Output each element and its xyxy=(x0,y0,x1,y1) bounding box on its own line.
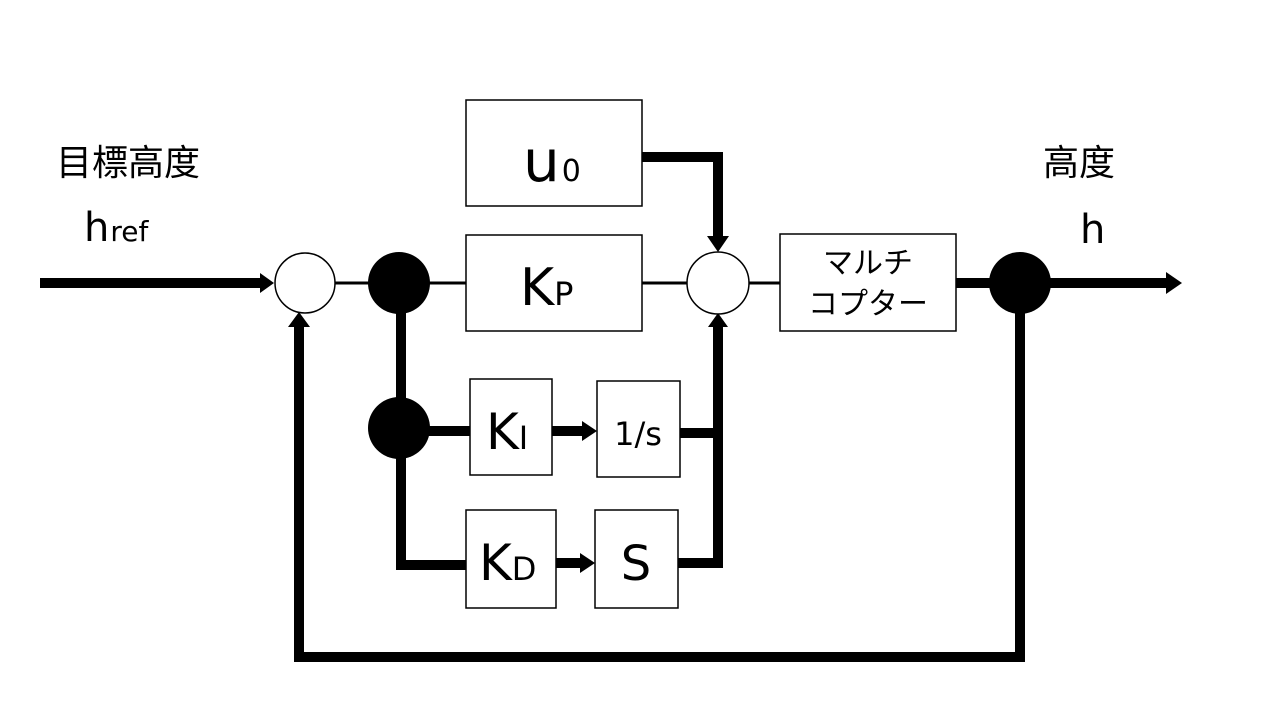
output-name-label: 高度 xyxy=(1043,143,1115,184)
kd-sub-label: D xyxy=(512,550,537,588)
u0-sub-label: 0 xyxy=(562,154,581,189)
derivative-block: S xyxy=(594,509,679,609)
output-symbol-label: h xyxy=(1080,207,1105,253)
sum2-top-arrowhead xyxy=(707,236,729,252)
derivative-arrowhead xyxy=(580,553,595,573)
svg-text:KD: KD xyxy=(479,534,536,592)
u0-main-label: u xyxy=(523,127,560,195)
derivative-label: S xyxy=(621,536,651,592)
svg-text:href: href xyxy=(84,205,149,251)
integrator-arrowhead xyxy=(582,421,597,441)
sum2-bottom-arrowhead xyxy=(708,313,728,327)
plant-label-line1: マルチ xyxy=(823,246,913,281)
output-arrowhead xyxy=(1166,272,1182,294)
plant-label-line2: コプター xyxy=(808,287,928,322)
kp-block: KP xyxy=(465,234,643,332)
kp-main-label: K xyxy=(520,258,556,318)
ki-sub-label: I xyxy=(519,419,528,457)
input-name-label: 目標高度 xyxy=(56,143,200,184)
u0-block: u0 xyxy=(465,99,643,207)
branch-node-error xyxy=(368,252,430,314)
branch-node-integral-derivative xyxy=(368,397,430,459)
kd-block: KD xyxy=(465,509,557,609)
ki-main-label: K xyxy=(486,403,520,461)
summing-junction-error xyxy=(274,252,336,314)
sum1-input-arrowhead xyxy=(260,273,274,293)
integrator-label: 1/s xyxy=(614,415,662,453)
svg-text:KP: KP xyxy=(520,258,573,318)
input-symbol-label: h xyxy=(84,205,109,251)
summing-junction-control xyxy=(686,251,750,315)
svg-text:KI: KI xyxy=(486,403,528,461)
integrator-block: 1/s xyxy=(596,380,681,478)
sum1-bottom-arrowhead xyxy=(288,312,310,327)
plant-block: マルチ コプター xyxy=(779,233,957,332)
branch-node-output xyxy=(989,252,1051,314)
input-subscript-label: ref xyxy=(110,215,149,248)
kp-sub-label: P xyxy=(554,275,573,313)
ki-block: KI xyxy=(469,378,553,476)
svg-text:u0: u0 xyxy=(523,127,581,195)
kd-main-label: K xyxy=(479,534,513,592)
